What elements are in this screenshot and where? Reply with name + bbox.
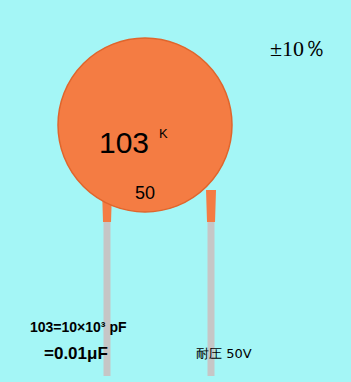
tolerance-letter: K bbox=[159, 127, 168, 140]
capacitance-code: 103 bbox=[99, 128, 149, 158]
tolerance-note: ±10％ bbox=[270, 38, 326, 60]
voltage-rating: 耐圧 50V bbox=[196, 347, 252, 360]
capacitance-value: =0.01μF bbox=[44, 345, 108, 362]
lead-coating bbox=[206, 190, 216, 222]
ceramic-capacitor-disc: 103 K 50 bbox=[57, 37, 233, 213]
voltage-code: 50 bbox=[135, 184, 155, 202]
code-formula: 103=10×10³ pF bbox=[30, 320, 127, 334]
